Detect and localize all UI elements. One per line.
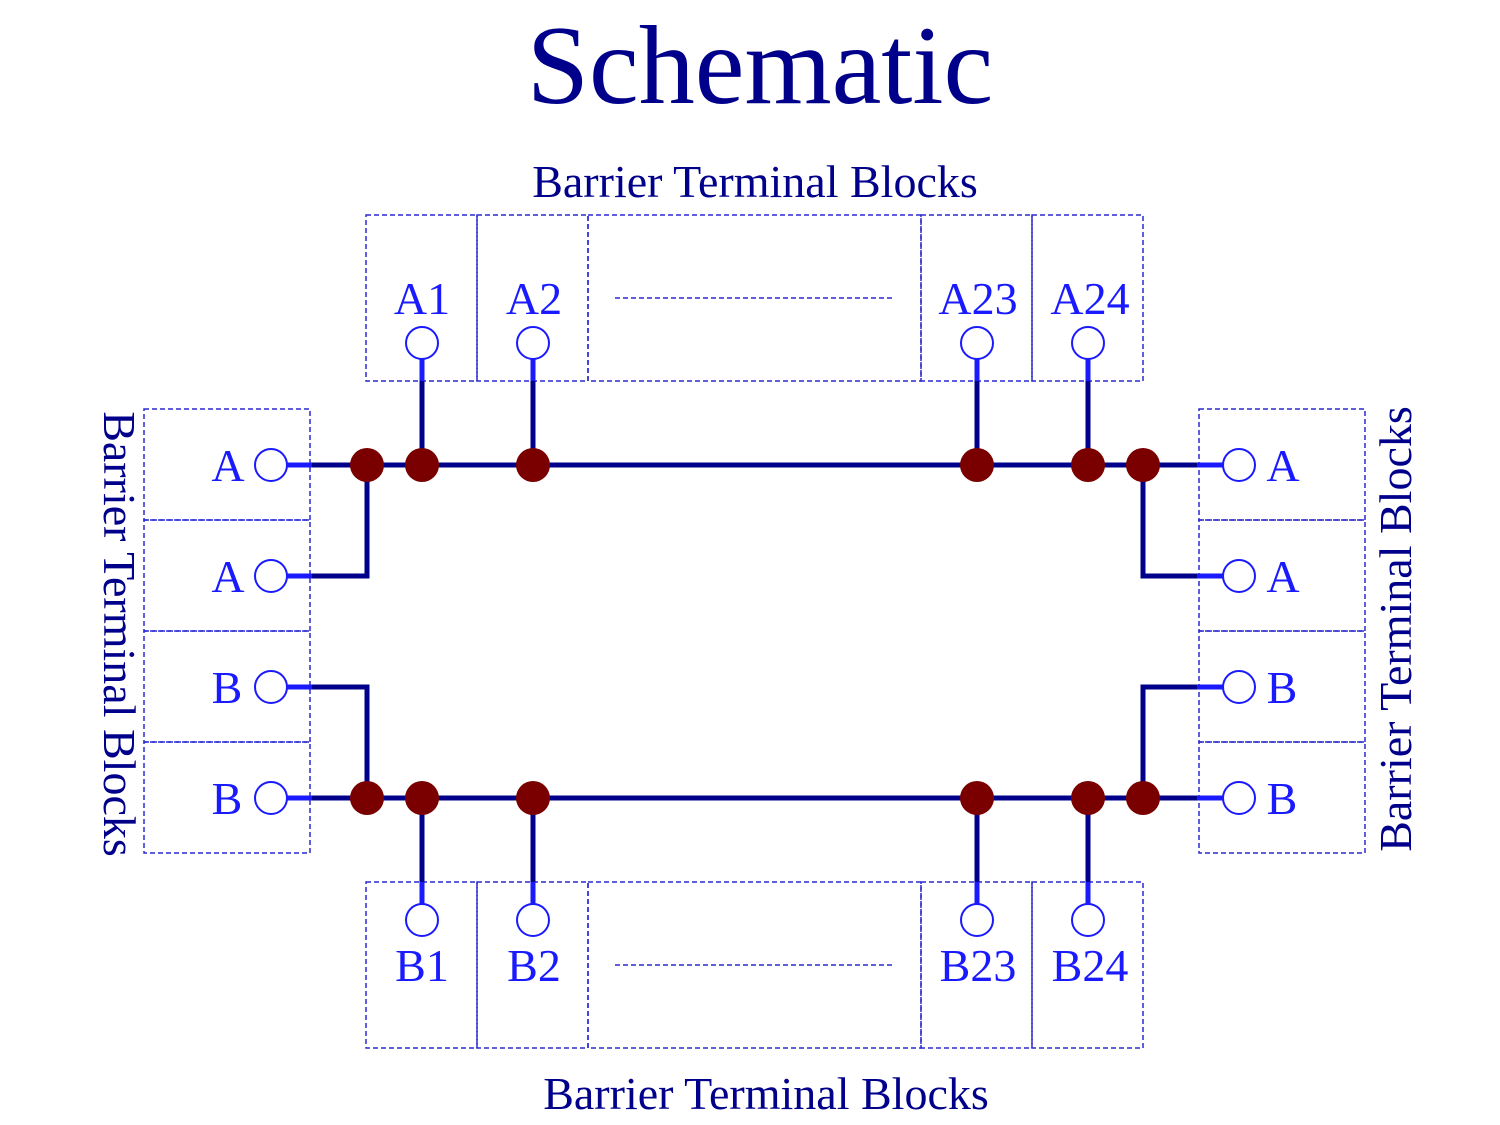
terminal-a23 xyxy=(960,326,994,360)
terminal-left-a-1 xyxy=(254,448,288,482)
left-a-jumper xyxy=(287,462,370,579)
terminal-b1 xyxy=(405,903,439,937)
terminal-label-a1: A1 xyxy=(394,273,450,324)
top-terminal-block xyxy=(365,214,1144,382)
caption-right: Barrier Terminal Blocks xyxy=(1370,406,1421,852)
terminal-label-a23: A23 xyxy=(938,273,1017,324)
junction-node xyxy=(1126,448,1160,482)
page-title: Schematic xyxy=(527,4,993,128)
terminal-b2 xyxy=(516,903,550,937)
terminal-label-b2: B2 xyxy=(507,940,561,991)
terminal-right-b-1 xyxy=(1222,670,1256,704)
right-a-jumper xyxy=(1140,462,1223,579)
junction-node xyxy=(1071,781,1105,815)
terminal-label-left-a-1: A xyxy=(211,440,244,491)
terminal-b23 xyxy=(960,903,994,937)
terminal-left-a-2 xyxy=(254,559,288,593)
terminal-a24 xyxy=(1071,326,1105,360)
junction-node xyxy=(516,448,550,482)
terminal-right-b-2 xyxy=(1222,781,1256,815)
junction-node xyxy=(350,781,384,815)
terminal-label-left-b-2: B xyxy=(212,773,243,824)
terminal-a2 xyxy=(516,326,550,360)
terminal-label-b1: B1 xyxy=(395,940,449,991)
terminal-label-b23: B23 xyxy=(940,940,1017,991)
terminal-label-right-b-1: B xyxy=(1267,662,1298,713)
terminal-right-a-2 xyxy=(1222,559,1256,593)
left-b-jumper xyxy=(287,684,370,801)
terminal-label-right-b-2: B xyxy=(1267,773,1298,824)
terminal-left-b-2 xyxy=(254,781,288,815)
terminal-label-right-a-2: A xyxy=(1266,551,1299,602)
left-terminals: A A B B xyxy=(211,440,288,824)
bottom-terminals: B1 B2 B23 B24 xyxy=(395,903,1129,991)
terminal-label-a24: A24 xyxy=(1050,273,1129,324)
terminal-label-b24: B24 xyxy=(1052,940,1129,991)
caption-top: Barrier Terminal Blocks xyxy=(532,156,978,207)
junction-node xyxy=(960,781,994,815)
terminal-a1 xyxy=(405,326,439,360)
right-b-jumper xyxy=(1140,684,1223,801)
terminal-left-b-1 xyxy=(254,670,288,704)
bus-wires xyxy=(287,357,1223,906)
bottom-terminal-block xyxy=(365,881,1144,1049)
junction-node xyxy=(1071,448,1105,482)
terminal-label-left-a-2: A xyxy=(211,551,244,602)
terminal-b24 xyxy=(1071,903,1105,937)
junction-node xyxy=(960,448,994,482)
caption-bottom: Barrier Terminal Blocks xyxy=(543,1068,989,1119)
junction-node xyxy=(405,781,439,815)
caption-left: Barrier Terminal Blocks xyxy=(94,411,145,857)
junction-node xyxy=(1126,781,1160,815)
terminal-label-right-a-1: A xyxy=(1266,440,1299,491)
terminal-label-left-b-1: B xyxy=(212,662,243,713)
junction-node xyxy=(405,448,439,482)
junction-nodes xyxy=(350,448,1160,815)
terminal-right-a-1 xyxy=(1222,448,1256,482)
junction-node xyxy=(516,781,550,815)
top-terminals: A1 A2 A23 A24 xyxy=(394,273,1130,360)
right-terminals: A A B B xyxy=(1222,440,1300,824)
junction-node xyxy=(350,448,384,482)
terminal-label-a2: A2 xyxy=(506,273,562,324)
left-terminal-block xyxy=(143,408,311,854)
